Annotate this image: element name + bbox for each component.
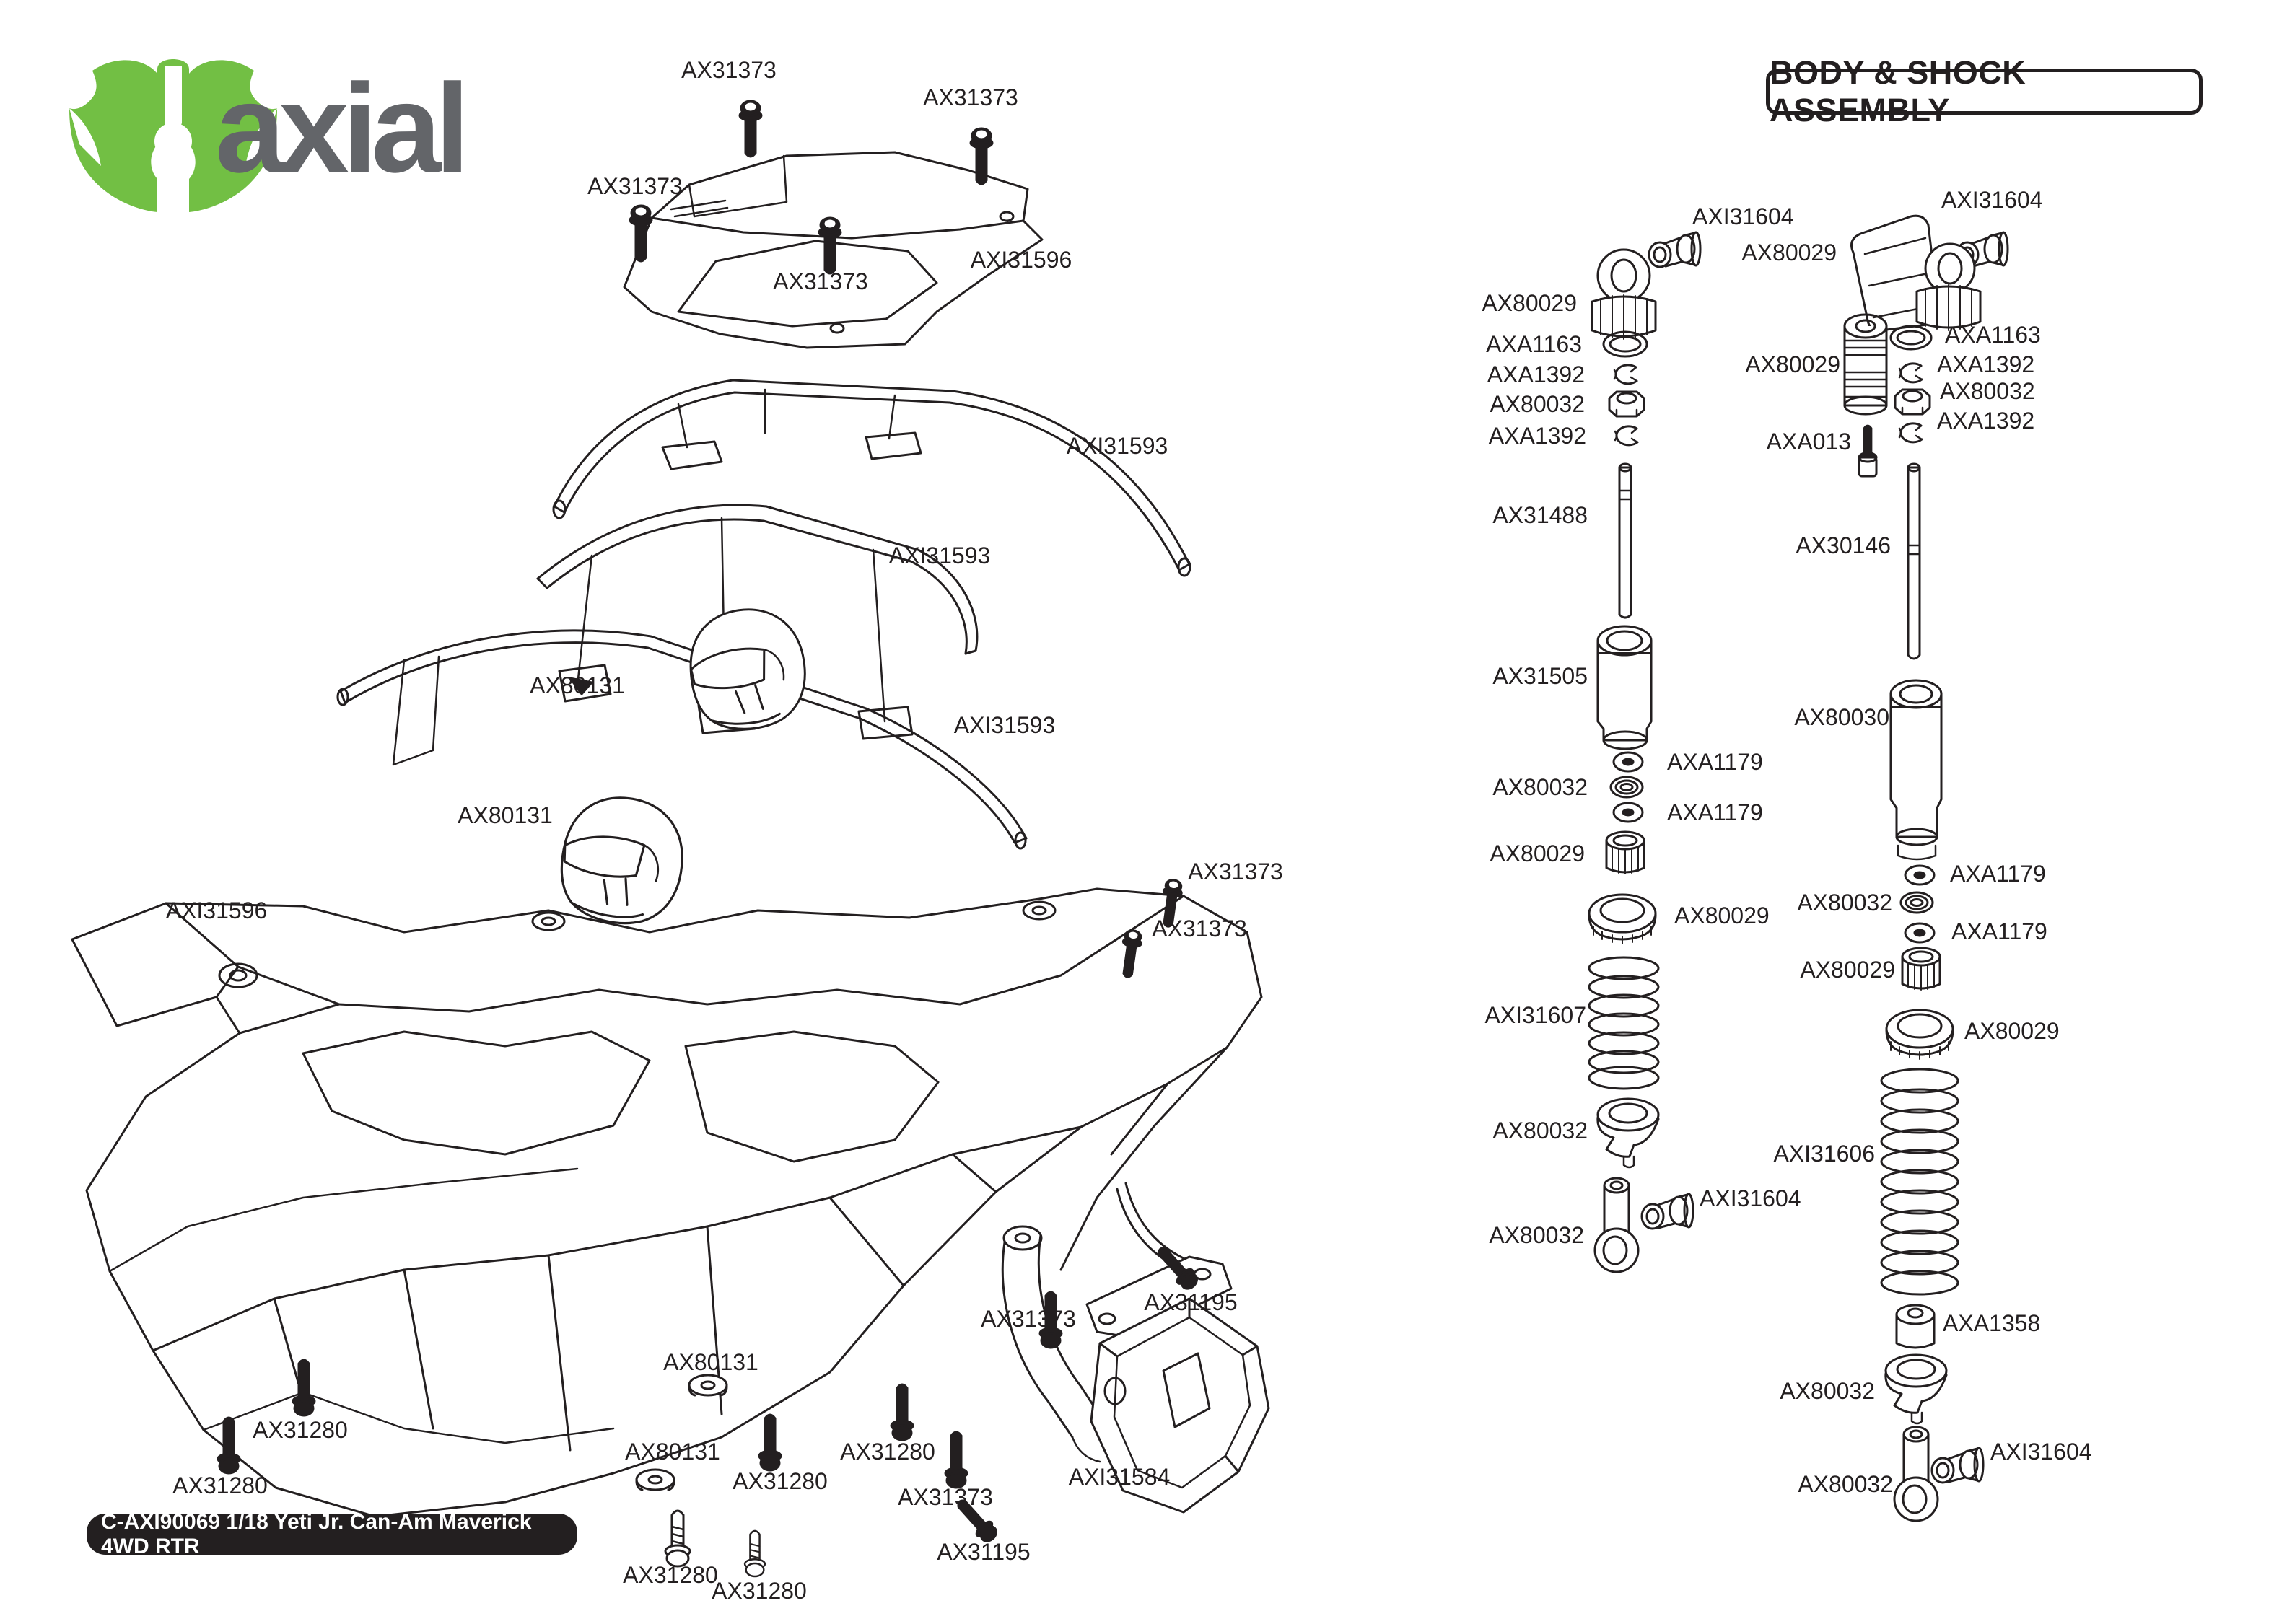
part-label-ax31373: AX31373 xyxy=(1188,859,1283,885)
part-label-ax31195: AX31195 xyxy=(1144,1289,1238,1315)
axial-logo-text: axial xyxy=(215,58,463,186)
part-label-axa1179: AXA1179 xyxy=(1951,918,2047,944)
screw-icon xyxy=(664,1509,691,1568)
helmet-icon xyxy=(681,601,813,737)
part-label-ax80131: AX80131 xyxy=(458,802,553,828)
part-label-axa1179: AXA1179 xyxy=(1667,749,1763,775)
part-label-ax80029: AX80029 xyxy=(1745,351,1840,377)
part-label-axa1392: AXA1392 xyxy=(1488,423,1586,449)
part-label-axi31606: AXI31606 xyxy=(1773,1141,1875,1167)
part-label-ax31280: AX31280 xyxy=(840,1439,935,1465)
part-label-axi31593: AXI31593 xyxy=(1066,433,1168,459)
part-label-axa1392: AXA1392 xyxy=(1937,351,2035,377)
part-label-axa1358: AXA1358 xyxy=(1943,1310,2041,1336)
part-label-axi31596: AXI31596 xyxy=(165,897,268,923)
part-label-axi31584: AXI31584 xyxy=(1068,1464,1171,1490)
page-title: BODY & SHOCK ASSEMBLY xyxy=(1770,54,2026,128)
part-label-ax31280: AX31280 xyxy=(253,1417,348,1443)
part-label-ax31488: AX31488 xyxy=(1492,502,1588,528)
bumper-drawing xyxy=(1001,1182,1270,1514)
part-label-axa013: AXA013 xyxy=(1766,429,1851,455)
part-label-ax80131: AX80131 xyxy=(530,672,625,698)
part-label-axa1163: AXA1163 xyxy=(1486,331,1582,357)
axial-logo-icon xyxy=(69,59,277,212)
part-label-ax80131: AX80131 xyxy=(663,1349,758,1375)
body-shell-drawing xyxy=(71,887,1263,1518)
part-label-ax80032: AX80032 xyxy=(1492,1118,1588,1144)
part-label-ax80032: AX80032 xyxy=(1492,774,1588,800)
screw-icon xyxy=(743,1529,766,1578)
screw-icon xyxy=(944,1431,968,1489)
front-shock-column-drawing xyxy=(1588,231,1702,1273)
kit-id-badge: C-AXI90069 1/18 Yeti Jr. Can-Am Maverick… xyxy=(87,1510,577,1558)
part-label-ax31373: AX31373 xyxy=(1152,916,1247,942)
part-label-ax80032: AX80032 xyxy=(1780,1378,1875,1404)
part-label-axa1179: AXA1179 xyxy=(1950,861,2046,887)
washer-icon xyxy=(688,1374,728,1397)
part-label-ax80032: AX80032 xyxy=(1490,391,1585,417)
part-label-ax80029: AX80029 xyxy=(1741,240,1837,265)
axial-logo: axial xyxy=(85,56,561,199)
part-label-axi31596: AXI31596 xyxy=(970,247,1072,273)
part-label-ax31280: AX31280 xyxy=(172,1472,268,1498)
part-label-axa1392: AXA1392 xyxy=(1937,408,2035,434)
shock-bushing-icon xyxy=(1648,231,1702,268)
helmet-icon xyxy=(554,790,691,931)
part-label-axi31593: AXI31593 xyxy=(888,543,991,569)
screw-icon xyxy=(1858,424,1878,478)
part-label-ax80029: AX80029 xyxy=(1490,840,1585,866)
part-label-ax31373: AX31373 xyxy=(898,1484,993,1510)
screw-icon xyxy=(758,1413,782,1472)
part-label-ax80032: AX80032 xyxy=(1797,890,1892,916)
part-label-axa1179: AXA1179 xyxy=(1667,799,1763,825)
part-label-ax80029: AX80029 xyxy=(1482,290,1577,316)
part-label-ax31195: AX31195 xyxy=(937,1539,1031,1565)
part-label-axa1163: AXA1163 xyxy=(1945,322,2041,348)
part-label-axi31604: AXI31604 xyxy=(1990,1439,2092,1465)
part-label-ax30146: AX30146 xyxy=(1796,532,1891,558)
part-label-axa1392: AXA1392 xyxy=(1487,361,1585,387)
rear-shock-column-drawing xyxy=(1843,214,2009,1522)
part-label-ax31280: AX31280 xyxy=(623,1562,718,1588)
washer-icon xyxy=(635,1468,675,1491)
spring-icon xyxy=(1880,1068,1959,1296)
screw-icon xyxy=(738,100,763,158)
part-label-axi31593: AXI31593 xyxy=(953,712,1056,738)
part-label-axi31604: AXI31604 xyxy=(1692,203,1794,229)
part-label-axi31604: AXI31604 xyxy=(1941,187,2043,213)
part-label-ax31373: AX31373 xyxy=(681,57,777,83)
part-label-ax80030: AX80030 xyxy=(1794,704,1889,730)
part-label-ax80032: AX80032 xyxy=(1940,378,2035,404)
part-label-ax80032: AX80032 xyxy=(1489,1222,1584,1248)
part-label-ax31505: AX31505 xyxy=(1492,663,1588,689)
part-label-ax31373: AX31373 xyxy=(773,268,868,294)
part-label-ax80029: AX80029 xyxy=(1964,1018,2060,1044)
spring-icon xyxy=(1588,956,1660,1090)
part-label-ax31373: AX31373 xyxy=(981,1306,1076,1332)
part-label-ax80032: AX80032 xyxy=(1798,1471,1893,1497)
part-label-axi31604: AXI31604 xyxy=(1700,1185,1801,1211)
part-label-ax80029: AX80029 xyxy=(1674,903,1770,929)
part-label-ax31373: AX31373 xyxy=(587,173,683,199)
page-title-box: BODY & SHOCK ASSEMBLY xyxy=(1766,54,2203,128)
part-label-ax31280: AX31280 xyxy=(712,1578,807,1604)
part-label-ax31280: AX31280 xyxy=(733,1468,828,1494)
screw-icon xyxy=(890,1383,914,1441)
part-label-axi31607: AXI31607 xyxy=(1484,1002,1586,1028)
part-label-ax80029: AX80029 xyxy=(1800,957,1895,983)
part-label-ax31373: AX31373 xyxy=(923,84,1018,110)
part-label-ax80131: AX80131 xyxy=(625,1439,720,1465)
kit-id-badge-text: C-AXI90069 1/18 Yeti Jr. Can-Am Maverick… xyxy=(101,1509,532,1558)
